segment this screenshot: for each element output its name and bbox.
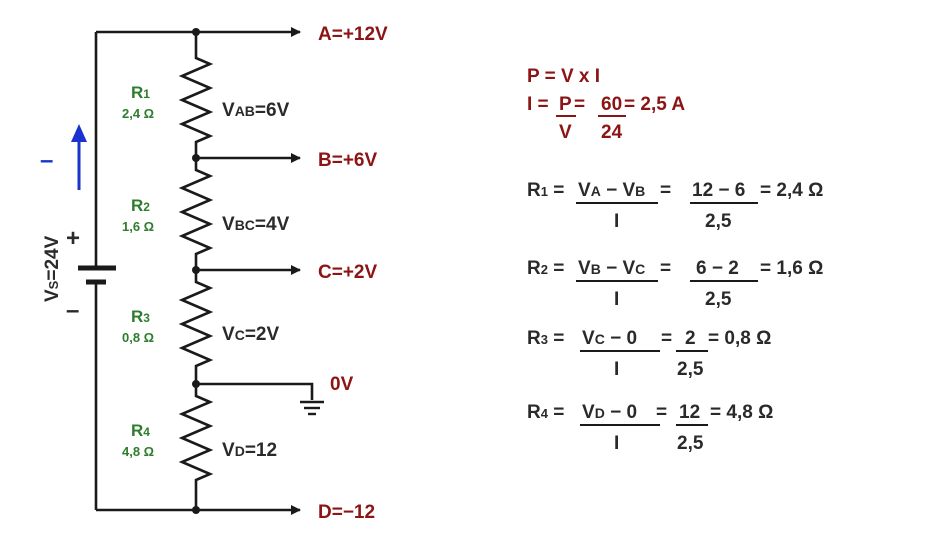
battery-minus-sign: – (66, 297, 79, 324)
current-arrow-icon (71, 124, 87, 190)
eq-r3-result: = 0,8 Ω (708, 328, 771, 349)
eq-r2-result: = 1,6 Ω (760, 258, 823, 279)
equation-r4: R4 = VD − 0 I = 12 2,5 = 4,8 Ω (527, 402, 773, 454)
power-formula-block: P = V x I I = P = 60 = 2,5 A V 24 (527, 66, 685, 143)
eq-r2-numerator: VB − VC (578, 258, 645, 279)
eq-r2-numerator-2: 6 − 2 (696, 258, 739, 279)
eq-r2-eq2: = (660, 258, 671, 279)
current-formula-p: P (559, 94, 572, 115)
eq-r4-lhs: R4 = (527, 402, 564, 423)
source-voltage-label: VS=24V (42, 235, 63, 302)
equation-r3: R3 = VC − 0 I = 2 2,5 = 0,8 Ω (527, 328, 771, 380)
eq-r4-numerator-2: 12 (679, 402, 700, 423)
node-label-ground: 0V (330, 374, 354, 395)
eq-r3-denominator: I (614, 359, 619, 380)
eq-r4-denominator-2: 2,5 (677, 433, 704, 454)
current-formula-result: = 2,5 A (624, 94, 685, 115)
current-formula-v: V (559, 122, 572, 143)
eq-r1-lhs: R1 = (527, 180, 564, 201)
resistor-r4 (178, 384, 214, 510)
r2-value-label: 1,6 Ω (122, 219, 154, 234)
power-law-line: P = V x I (527, 66, 600, 87)
eq-r3-numerator-2: 2 (685, 328, 696, 349)
r4-name-label: R4 (131, 421, 150, 440)
eq-r1-numerator: VA − VB (578, 180, 645, 201)
eq-r3-numerator: VC − 0 (582, 328, 637, 349)
current-formula-24: 24 (601, 122, 623, 143)
eq-r4-numerator: VD − 0 (582, 402, 637, 423)
node-label-d: D=−12 (318, 502, 375, 523)
node-label-b: B=+6V (318, 150, 377, 171)
current-formula-eq: = (574, 94, 585, 115)
r3-name-label: R3 (131, 307, 150, 326)
ground-wire (196, 382, 314, 400)
node-label-a: A=+12V (318, 24, 388, 45)
eq-r1-result: = 2,4 Ω (760, 180, 823, 201)
equation-r2: R2 = VB − VC I = 6 − 2 2,5 = 1,6 Ω (527, 258, 823, 310)
ground-symbol (300, 400, 324, 416)
eq-r2-denominator-2: 2,5 (705, 289, 732, 310)
r1-name-label: R1 (131, 83, 150, 102)
r3-value-label: 0,8 Ω (122, 330, 154, 345)
current-formula-prefix: I = (527, 94, 549, 115)
eq-r1-numerator-2: 12 − 6 (692, 180, 745, 201)
r3-drop-label: VC=2V (222, 324, 279, 345)
eq-r3-eq2: = (661, 328, 672, 349)
resistor-r3 (178, 270, 214, 384)
r4-drop-label: VD=12 (222, 440, 277, 461)
r2-name-label: R2 (131, 196, 150, 215)
eq-r4-result: = 4,8 Ω (710, 402, 773, 423)
r1-drop-label: VAB=6V (222, 100, 290, 121)
equation-r1: R1 = VA − VB I = 12 − 6 2,5 = 2,4 Ω (527, 180, 823, 232)
r4-value-label: 4,8 Ω (122, 444, 154, 459)
eq-r2-denominator: I (614, 289, 619, 310)
current-minus-sign: – (40, 147, 53, 174)
eq-r4-eq2: = (656, 402, 667, 423)
r1-value-label: 2,4 Ω (122, 106, 154, 121)
node-label-c: C=+2V (318, 262, 377, 283)
eq-r1-denominator-2: 2,5 (705, 211, 732, 232)
eq-r3-lhs: R3 = (527, 328, 564, 349)
current-formula-sixty: 60 (601, 94, 622, 115)
resistor-r2 (178, 158, 214, 270)
eq-r2-lhs: R2 = (527, 258, 564, 279)
battery-symbol (78, 265, 116, 285)
r2-drop-label: VBC=4V (222, 214, 290, 235)
battery-plus-sign: + (66, 225, 80, 252)
eq-r1-eq2: = (660, 180, 671, 201)
eq-r3-denominator-2: 2,5 (677, 359, 704, 380)
eq-r4-denominator: I (614, 433, 619, 454)
eq-r1-denominator: I (614, 211, 619, 232)
resistor-r1 (178, 32, 214, 158)
circuit (78, 27, 324, 515)
